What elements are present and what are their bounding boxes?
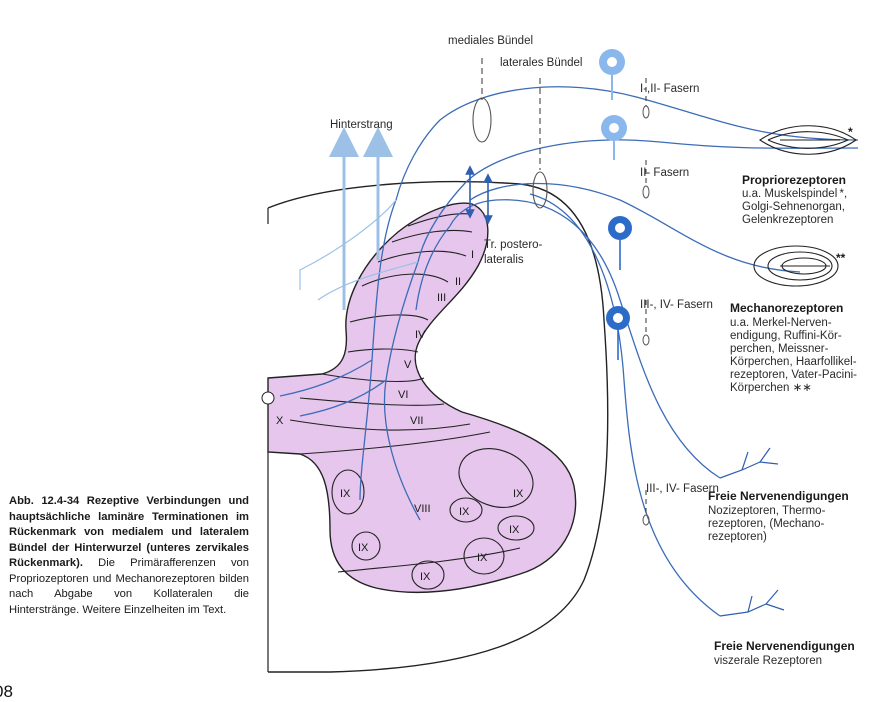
fibers-1-2-label: I-,II- Fasern xyxy=(640,83,699,95)
ganglion-cell-3 xyxy=(608,216,632,270)
mechano-title: Mechanorezeptoren xyxy=(730,301,843,315)
spinal-cord-outline xyxy=(267,181,609,673)
mechano-line-4: Körperchen, Haarfollikel- xyxy=(730,356,857,368)
central-canal xyxy=(261,391,275,405)
star-marker-2: ** xyxy=(836,251,846,265)
star-marker-1: * xyxy=(848,125,853,139)
lamina-label-i: I xyxy=(471,249,474,261)
proprio-line-2: Golgi-Sehnenorgan, xyxy=(742,201,845,213)
figure-caption: Abb. 12.4-34 Rezeptive Verbindungen und … xyxy=(9,494,249,618)
lamina-label-v: V xyxy=(404,359,412,371)
fibers-3-4-lower-label: III-, IV- Fasern xyxy=(646,483,719,495)
mechano-line-2: endigung, Ruffini-Kör- xyxy=(730,330,842,342)
mechano-line-5: rezeptoren, Vater-Pacini- xyxy=(730,369,857,381)
caption-bold: Abb. 12.4-34 Rezeptive Verbindungen und … xyxy=(9,495,249,569)
hinterstrang-arrows xyxy=(329,127,393,310)
lateral-bundle-label: laterales Bündel xyxy=(500,57,582,69)
lamina-label-x: X xyxy=(276,415,284,427)
afferent-fibers xyxy=(279,86,859,617)
mechano-line-1: u.a. Merkel-Nerven- xyxy=(730,317,832,329)
lamina-label-ix-7: IX xyxy=(513,488,524,500)
lamina-label-viii: VIII xyxy=(414,503,431,515)
lamina-boundaries xyxy=(289,213,521,573)
mechano-line-6: Körperchen ∗∗ xyxy=(730,382,812,394)
bundle-dashes xyxy=(481,58,541,170)
caption-text: Die Primärafferenzen von Propriozeptoren… xyxy=(9,557,249,616)
medial-bundle-label: mediales Bündel xyxy=(448,35,533,47)
gray-matter xyxy=(267,202,577,594)
fibers-2-label: II- Fasern xyxy=(640,167,689,179)
lamina-label-iii: III xyxy=(437,292,446,304)
lamina-label-ix-5: IX xyxy=(459,506,470,518)
medial-bundle-ring xyxy=(472,97,492,143)
free-nerve-ending-2-icon xyxy=(719,589,785,617)
tract-label-line1: Tr. postero- xyxy=(484,239,543,251)
free1-title: Freie Nervenendigungen xyxy=(708,489,849,503)
lateral-bundle-ring xyxy=(532,171,548,209)
tract-arrows xyxy=(465,165,493,225)
proprio-line-1: u.a. Muskelspindel *, xyxy=(742,188,847,200)
ganglion-cell-4 xyxy=(606,306,630,360)
lamina-label-ix-2: IX xyxy=(358,542,369,554)
lamina-ix-nuclei xyxy=(331,448,535,590)
ganglion-cell-1 xyxy=(599,49,625,100)
free1-line-1: Nozizeptoren, Thermo- xyxy=(708,505,826,517)
fibers-3-4-upper-label: III-, IV- Fasern xyxy=(640,299,713,311)
lamina-label-iv: IV xyxy=(415,329,426,341)
page-number: 08 xyxy=(0,682,13,701)
free1-line-2: rezeptoren, (Mechano- xyxy=(708,518,825,530)
lamina-label-ix-3: IX xyxy=(420,571,431,583)
tract-label-line2: lateralis xyxy=(484,254,524,266)
free1-line-3: rezeptoren) xyxy=(708,531,767,543)
hinterstrang-fibers xyxy=(299,199,419,301)
ganglion-cell-2 xyxy=(601,115,627,160)
free2-line-1: viszerale Rezeptoren xyxy=(714,655,822,667)
lamina-label-ix-1: IX xyxy=(340,488,351,500)
lamina-label-ii: II xyxy=(455,276,461,288)
lamina-label-ix-6: IX xyxy=(509,524,520,536)
muscle-spindle-icon xyxy=(759,125,857,155)
lamina-label-vi: VI xyxy=(398,389,408,401)
proprio-line-3: Gelenkrezeptoren xyxy=(742,214,833,226)
pacinian-corpuscle-icon xyxy=(753,245,839,287)
free2-title: Freie Nervenendigungen xyxy=(714,639,855,653)
proprio-title: Propriorezeptoren xyxy=(742,173,846,187)
lamina-labels: I II III IV V VI VII VIII IX IX IX IX IX… xyxy=(276,249,524,583)
lamina-label-ix-4: IX xyxy=(477,552,488,564)
free-nerve-ending-1-icon xyxy=(719,447,779,479)
mechano-line-3: perchen, Meissner- xyxy=(730,343,829,355)
hinterstrang-label: Hinterstrang xyxy=(330,119,393,131)
lamina-label-vii: VII xyxy=(410,415,423,427)
